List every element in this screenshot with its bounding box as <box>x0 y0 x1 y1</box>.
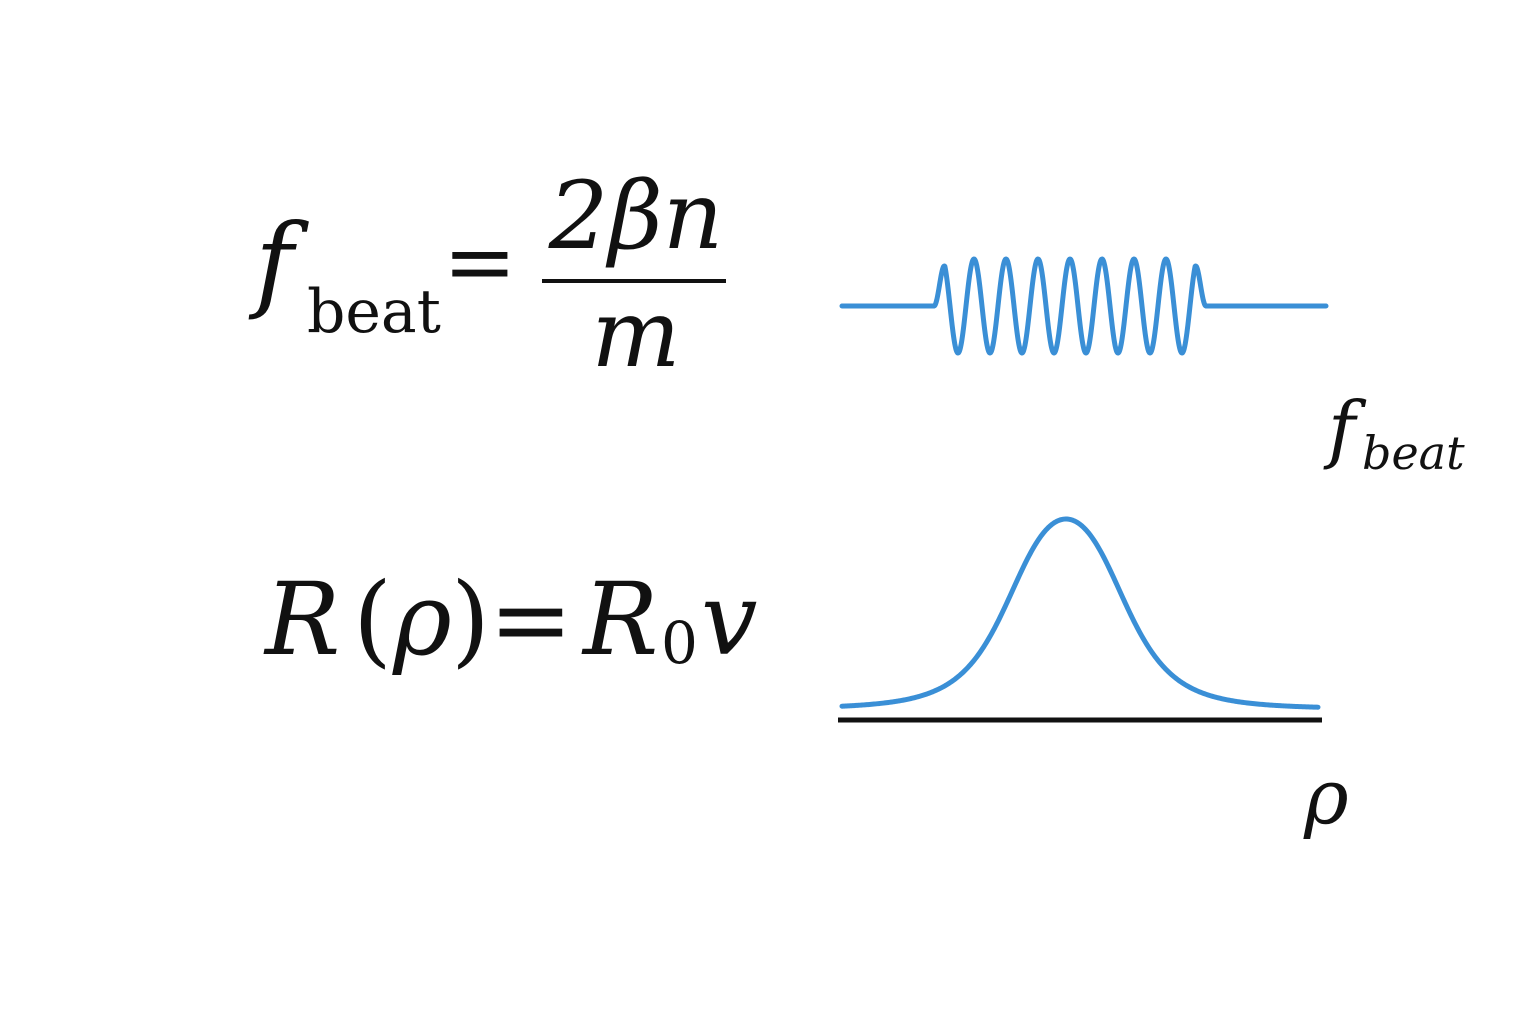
beat-wave-label-symbol: f <box>1328 386 1356 472</box>
beat-subscript: beat <box>307 277 441 347</box>
peak-curve-line <box>839 516 1321 710</box>
r-symbol: R <box>265 561 341 678</box>
fraction-numerator: 2βn <box>548 162 724 271</box>
r0-base: R <box>583 561 659 678</box>
fraction-denominator: m <box>591 280 681 389</box>
rho-symbol: ρ <box>393 561 452 678</box>
beat-frequency-equation: f beat = 2βn m <box>255 170 755 400</box>
open-paren: ( <box>353 561 393 678</box>
close-paren: ) <box>451 561 491 678</box>
resistance-equation: R ( ρ ) = R 0 v <box>265 570 785 690</box>
v-symbol: v <box>701 561 758 678</box>
peak-curve-label: ρ <box>1304 752 1349 841</box>
f-symbol: f <box>255 201 294 323</box>
fraction-bar <box>542 279 726 283</box>
r0-subscript: 0 <box>661 609 698 677</box>
equals-sign: = <box>489 561 573 678</box>
beat-wave-label-subscript: beat <box>1362 426 1465 480</box>
equals-sign: = <box>443 210 517 313</box>
beat-wave-line <box>839 256 1329 356</box>
